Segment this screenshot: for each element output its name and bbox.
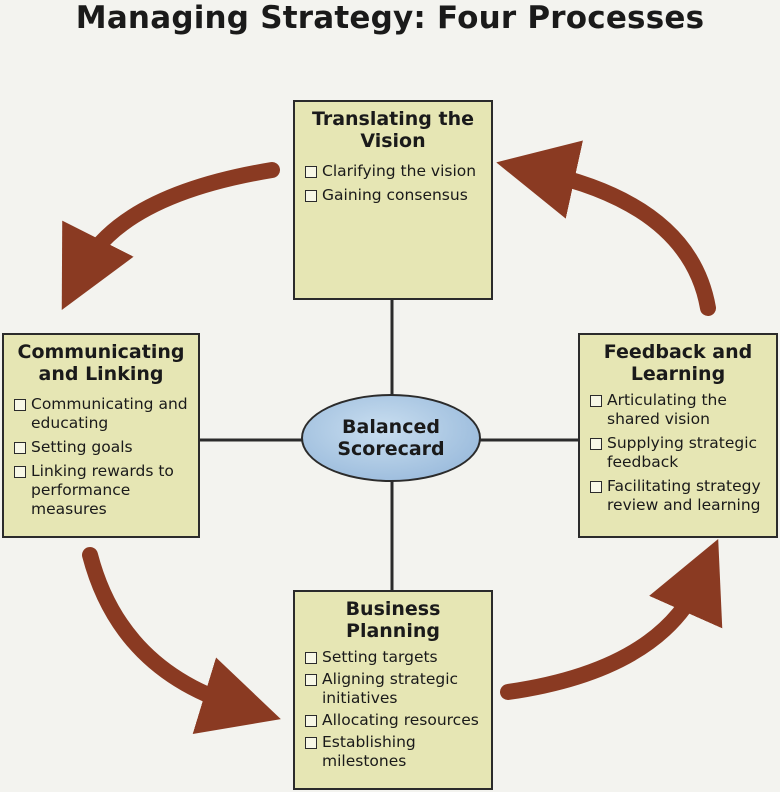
list-item: Communicating and educating bbox=[12, 395, 190, 433]
checkbox-icon bbox=[14, 466, 26, 478]
list-item: Setting goals bbox=[12, 438, 190, 457]
checkbox-icon bbox=[305, 166, 317, 178]
box-title: Translating the Vision bbox=[311, 108, 475, 152]
list-item: Clarifying the vision bbox=[303, 162, 483, 181]
checkbox-icon bbox=[590, 481, 602, 493]
checkbox-icon bbox=[305, 674, 317, 686]
box-title: Business Planning bbox=[345, 598, 441, 642]
checkbox-icon bbox=[590, 438, 602, 450]
checkbox-icon bbox=[305, 190, 317, 202]
list-item: Articulating the shared vision bbox=[588, 391, 768, 429]
list-item: Aligning strategic initiatives bbox=[303, 670, 483, 708]
list-item: Gaining consensus bbox=[303, 186, 483, 205]
process-box-feedback-learning: Feedback and Learning Articulating the s… bbox=[578, 333, 778, 538]
checkbox-icon bbox=[305, 652, 317, 664]
process-box-translating-vision: Translating the Vision Clarifying the vi… bbox=[293, 100, 493, 300]
center-label: Balanced Scorecard bbox=[337, 416, 445, 460]
item-list: Clarifying the vision Gaining consensus bbox=[303, 162, 483, 205]
cycle-arrow-top-right bbox=[496, 140, 716, 316]
checkbox-icon bbox=[305, 737, 317, 749]
checkbox-icon bbox=[590, 395, 602, 407]
process-box-business-planning: Business Planning Setting targets Aligni… bbox=[293, 590, 493, 790]
item-list: Communicating and educating Setting goal… bbox=[12, 395, 190, 519]
box-title: Communicating and Linking bbox=[17, 341, 185, 385]
process-box-communicating-linking: Communicating and Linking Communicating … bbox=[2, 333, 200, 538]
item-list: Articulating the shared vision Supplying… bbox=[588, 391, 768, 515]
cycle-arrow-bottom-left bbox=[82, 547, 281, 734]
list-item: Facilitating strategy review and learnin… bbox=[588, 477, 768, 515]
list-item: Allocating resources bbox=[303, 711, 483, 730]
checkbox-icon bbox=[14, 442, 26, 454]
list-item: Supplying strategic feedback bbox=[588, 434, 768, 472]
cycle-arrow-top-left bbox=[61, 162, 280, 310]
list-item: Linking rewards to performance measures bbox=[12, 462, 190, 519]
item-list: Setting targets Aligning strategic initi… bbox=[303, 648, 483, 771]
diagram-title: Managing Strategy: Four Processes bbox=[75, 0, 705, 36]
cycle-arrow-bottom-right bbox=[500, 539, 723, 700]
checkbox-icon bbox=[305, 715, 317, 727]
checkbox-icon bbox=[14, 399, 26, 411]
list-item: Establishing milestones bbox=[303, 733, 483, 771]
list-item: Setting targets bbox=[303, 648, 483, 667]
balanced-scorecard-oval: Balanced Scorecard bbox=[301, 394, 481, 482]
box-title: Feedback and Learning bbox=[603, 341, 753, 385]
